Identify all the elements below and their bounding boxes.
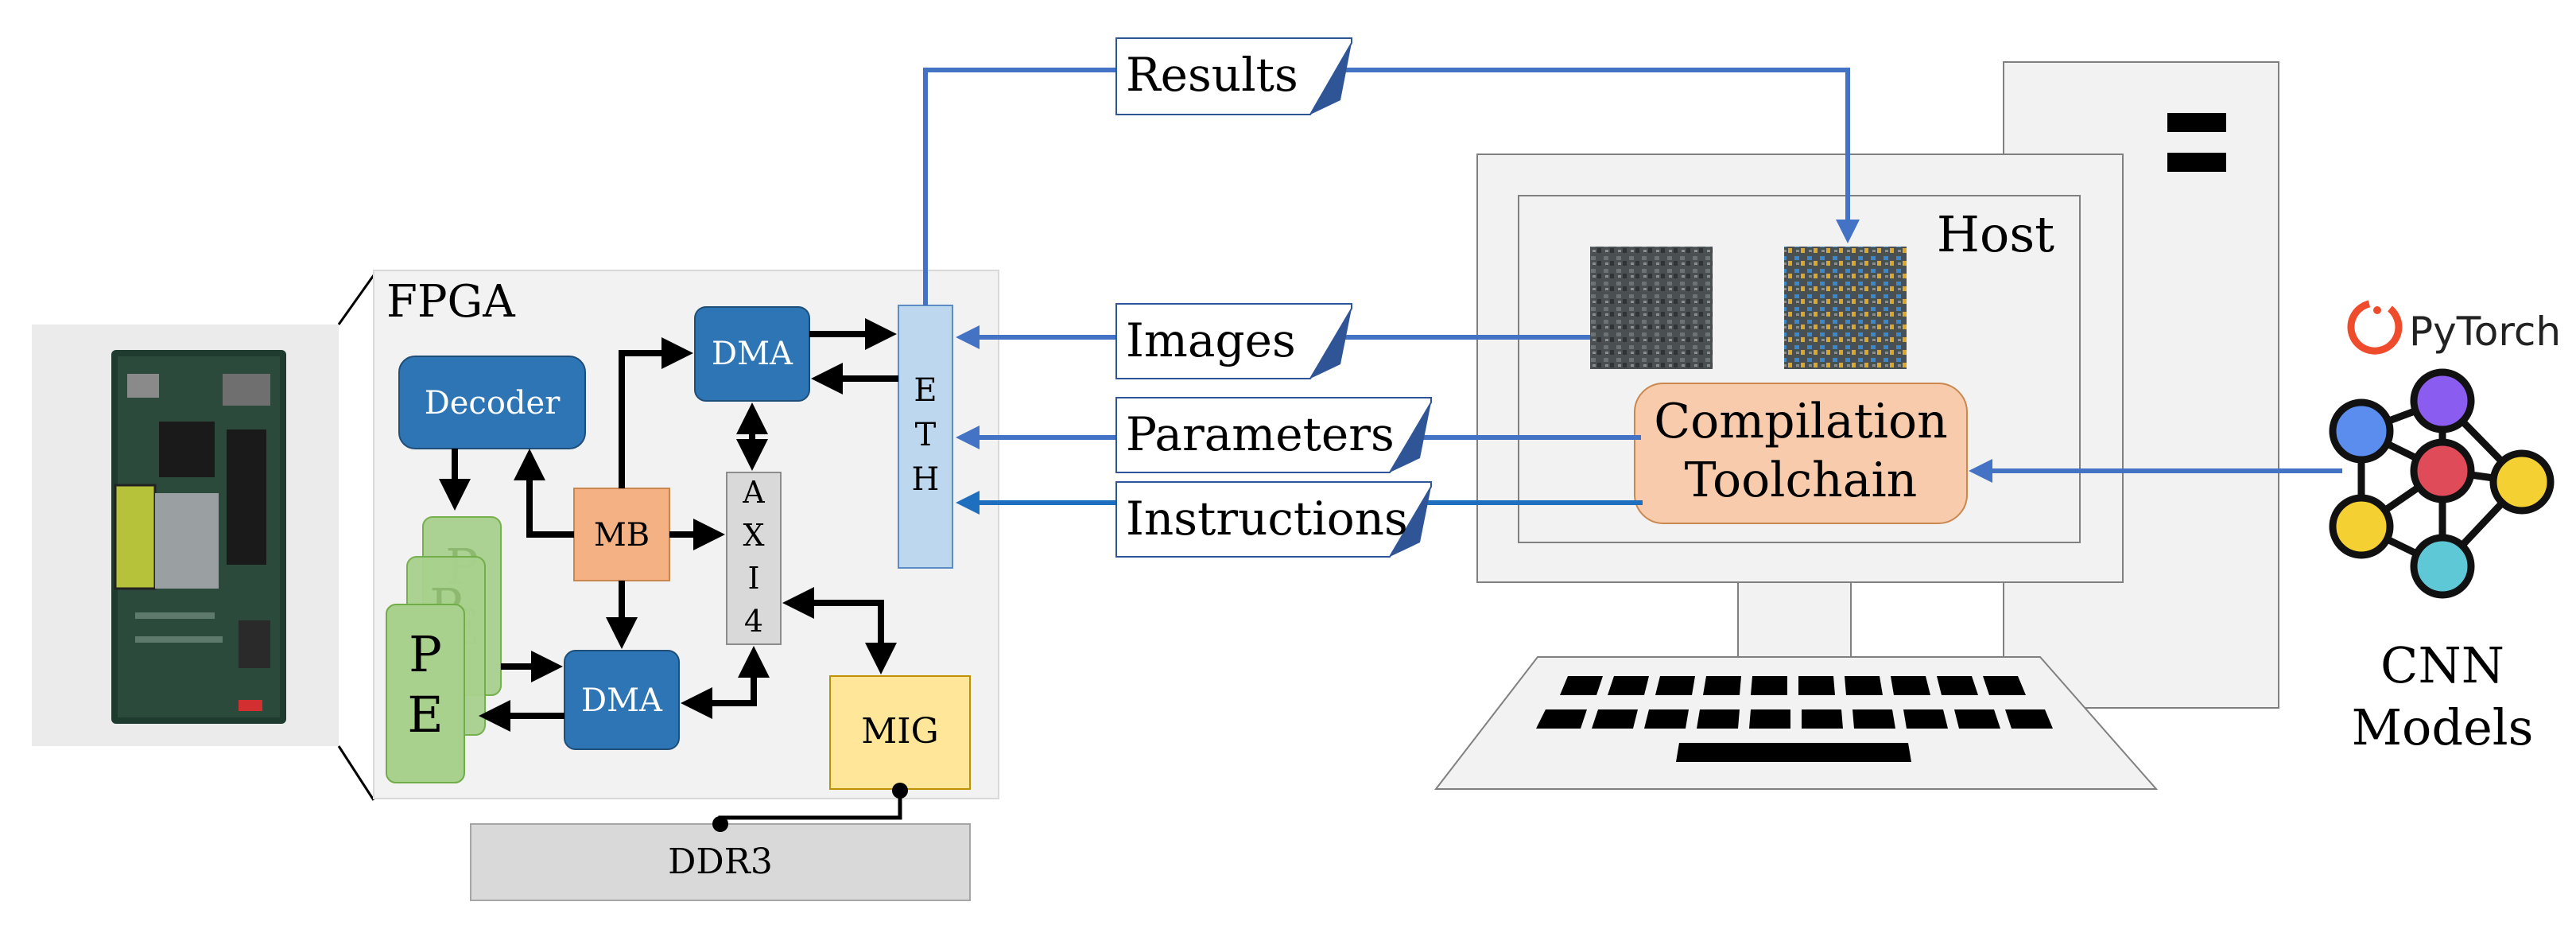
result-image-thumbnail bbox=[1784, 247, 1907, 369]
ddr3-label: DDR3 bbox=[668, 842, 773, 882]
pe-letter-e: E bbox=[407, 686, 443, 744]
label-instructions: Instructions bbox=[1115, 481, 1432, 558]
dma-top-label: DMA bbox=[712, 336, 793, 372]
pytorch-logo: PyTorch bbox=[2347, 300, 2561, 355]
eth-letter-t: T bbox=[915, 417, 937, 453]
axi4-block bbox=[726, 472, 782, 645]
zoom-line-bottom bbox=[337, 745, 375, 801]
axi4-letter-a: A bbox=[742, 475, 765, 510]
toolchain-line2: Toolchain bbox=[1685, 453, 1918, 508]
label-images: Images bbox=[1115, 303, 1352, 379]
results-label: Results bbox=[1126, 48, 1298, 102]
dma-bottom-block bbox=[564, 650, 680, 750]
dma-bottom-label: DMA bbox=[581, 682, 663, 719]
cnn-network-icon bbox=[2329, 368, 2555, 599]
axi4-letter-4: 4 bbox=[744, 604, 763, 639]
decoder-label: Decoder bbox=[425, 385, 561, 422]
fpga-title: FPGA bbox=[386, 276, 515, 328]
toolchain-line1: Compilation bbox=[1654, 394, 1948, 449]
label-parameters: Parameters bbox=[1115, 397, 1432, 473]
dma-top-block bbox=[694, 306, 810, 402]
cnn-label-line2: Models bbox=[2352, 698, 2534, 756]
label-results: Results bbox=[1115, 37, 1352, 115]
fpga-board-photo bbox=[32, 325, 339, 746]
mig-label: MIG bbox=[861, 711, 939, 752]
pytorch-label: PyTorch bbox=[2409, 309, 2561, 355]
instructions-label: Instructions bbox=[1126, 492, 1408, 546]
axi4-letter-i: I bbox=[747, 561, 759, 596]
eth-letter-h: H bbox=[912, 461, 940, 498]
pe-stack: P E P E P E bbox=[386, 516, 502, 783]
decoder-block bbox=[398, 356, 586, 449]
images-label: Images bbox=[1126, 313, 1296, 367]
mb-label: MB bbox=[594, 517, 650, 554]
input-image-thumbnail bbox=[1590, 247, 1713, 369]
pe-letter-p: P bbox=[409, 625, 442, 683]
ddr3-mig-link bbox=[712, 783, 908, 832]
pytorch-flame-icon bbox=[2347, 300, 2403, 355]
keyboard-keys bbox=[1536, 676, 2053, 762]
zoom-line-top bbox=[337, 274, 375, 325]
data-flow-arrows bbox=[923, 68, 2342, 515]
fpga-internal-arrows bbox=[439, 318, 898, 732]
cnn-label-line1: CNN bbox=[2380, 636, 2504, 694]
parameters-label: Parameters bbox=[1126, 407, 1395, 461]
host-title: Host bbox=[1937, 205, 2054, 263]
ddr3-block bbox=[470, 823, 971, 901]
axi4-letter-x: X bbox=[743, 518, 764, 553]
compilation-toolchain-block bbox=[1634, 383, 1968, 524]
mig-block bbox=[829, 675, 971, 790]
eth-letter-e: E bbox=[914, 372, 937, 409]
